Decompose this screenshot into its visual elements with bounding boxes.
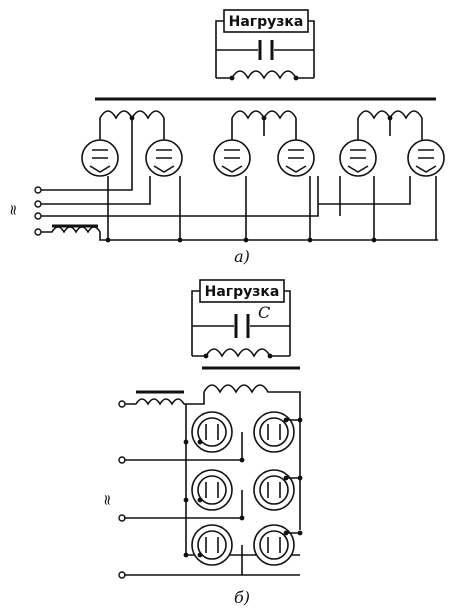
tube-a6	[407, 118, 445, 177]
anode-links-b	[286, 419, 300, 534]
terminal-a1	[34, 186, 42, 194]
tube-b6	[253, 524, 295, 566]
phase-line-a1	[40, 118, 133, 191]
phase-line-a2	[40, 118, 265, 205]
ac-symbol-b: ≈	[98, 494, 116, 507]
winding-b	[203, 384, 301, 530]
tube-a3	[213, 118, 251, 177]
circuit-b: Нагрузка C ≈	[98, 279, 303, 607]
terminal-a3	[34, 212, 42, 220]
tube-b3	[191, 469, 233, 511]
load-loop-wires-a	[215, 20, 315, 78]
tube-b1	[191, 411, 233, 453]
tube-a4	[277, 118, 315, 177]
cross-wiring-a	[318, 176, 411, 216]
cap-label: C	[258, 303, 270, 322]
phase-line-a3	[40, 118, 391, 217]
load-inductor-a	[216, 70, 314, 80]
tube-b2	[253, 411, 295, 453]
tube-b4	[253, 469, 295, 511]
load-label-b: Нагрузка	[205, 284, 280, 300]
cathode-drops-a	[107, 176, 437, 240]
circuit-a: Нагрузка	[4, 9, 445, 266]
tube-a2	[145, 118, 183, 177]
tube-b5	[191, 524, 233, 566]
cathode-bus-a	[40, 226, 438, 241]
load-loop-wires-b	[191, 290, 291, 356]
ac-symbol-a: ≈	[4, 204, 22, 217]
load-label-a: Нагрузка	[229, 14, 304, 30]
input-choke-b	[124, 398, 186, 406]
caption-a: а)	[234, 247, 250, 266]
tube-a5	[339, 118, 377, 177]
load-inductor-b	[192, 348, 290, 358]
terminal-a2	[34, 200, 42, 208]
terminal-a4	[34, 228, 42, 236]
tube-a1	[81, 118, 119, 177]
terminal-b1	[118, 400, 126, 408]
caption-b: б)	[234, 588, 250, 607]
